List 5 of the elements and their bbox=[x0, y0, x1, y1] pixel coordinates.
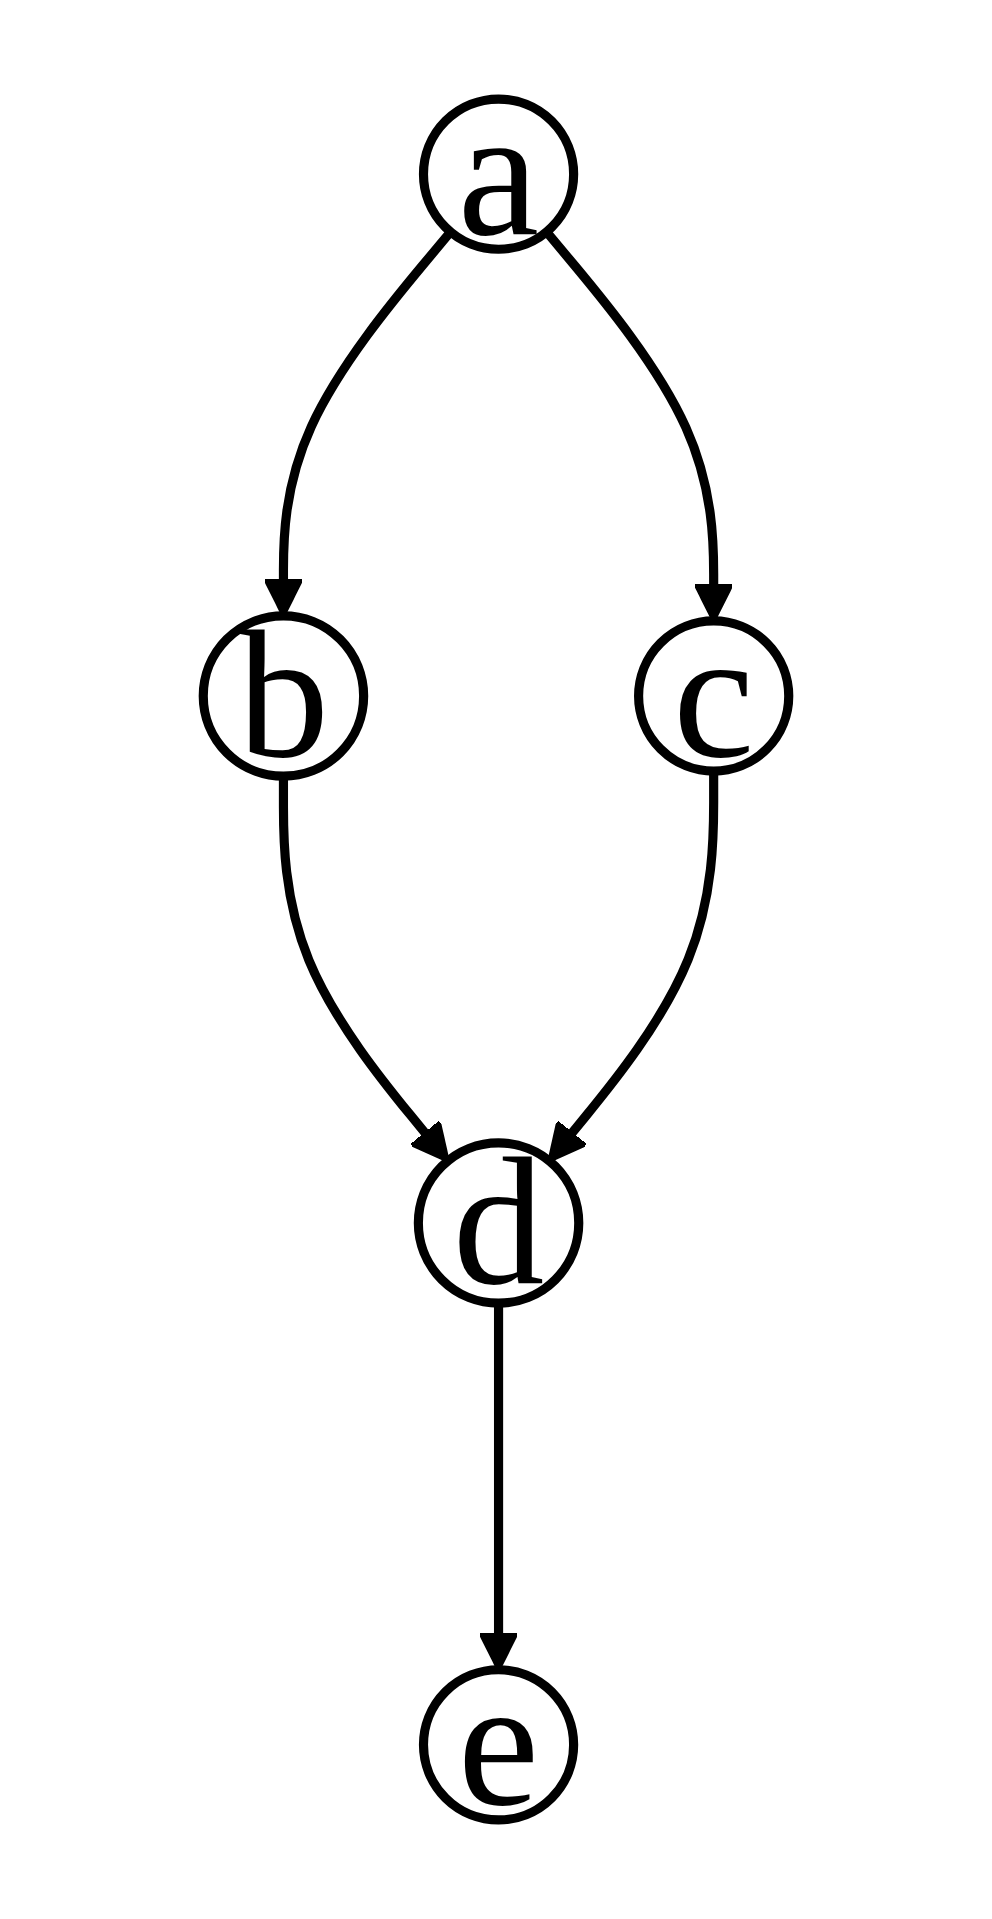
node-circle: e bbox=[418, 1665, 579, 1825]
node-circle: a bbox=[418, 94, 579, 254]
node-circle: c bbox=[634, 616, 794, 776]
node-circle: d bbox=[413, 1138, 584, 1308]
node-circle: b bbox=[198, 611, 369, 781]
